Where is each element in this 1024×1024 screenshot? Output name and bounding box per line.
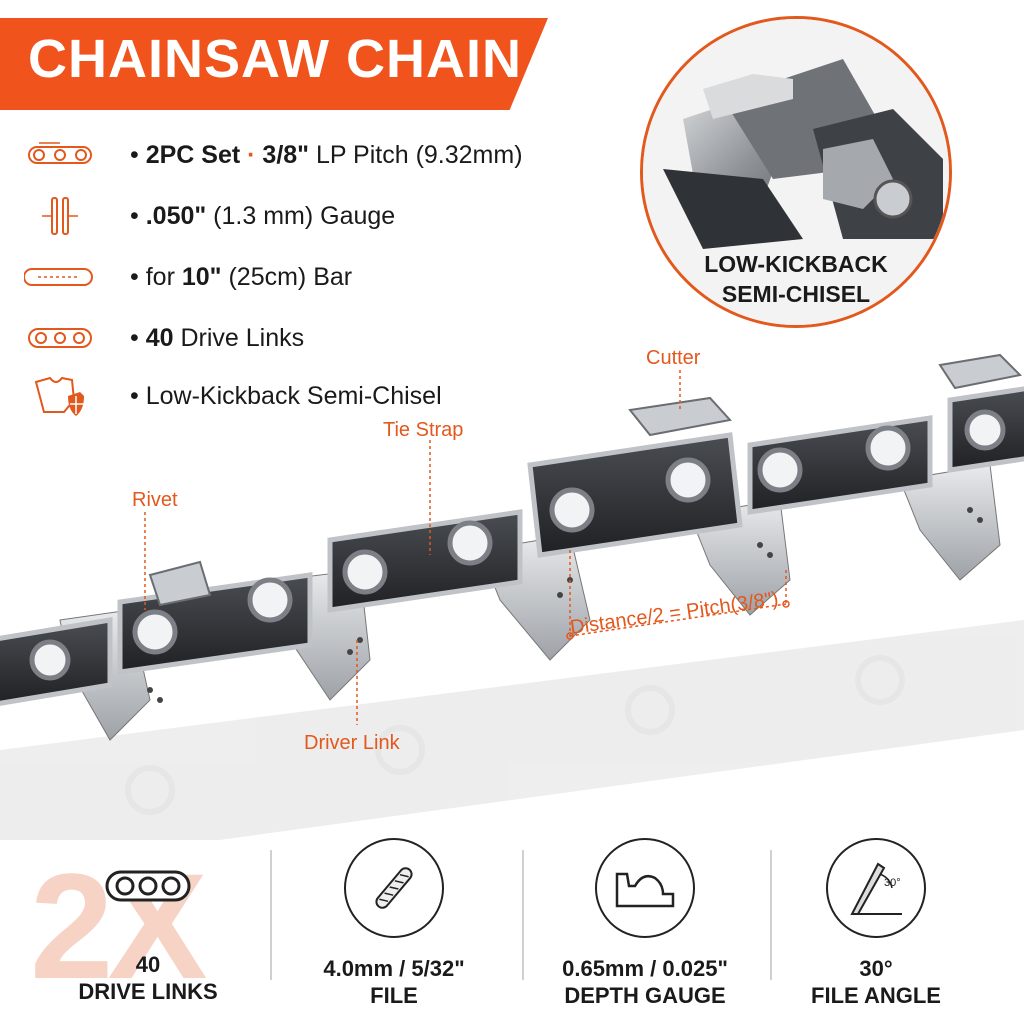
callout-tie-strap: Tie Strap	[383, 419, 464, 441]
feature-label: FILE ANGLE	[811, 983, 941, 1008]
spec-text-drive-links: • 40 Drive Links	[130, 323, 305, 352]
badge-label-line1: LOW-KICKBACK	[704, 251, 888, 277]
feature-label: DRIVE LINKS	[78, 979, 218, 1004]
feature-value: 4.0mm / 5/32"	[323, 956, 465, 981]
feature-file: 4.0mm / 5/32" FILE	[294, 838, 494, 1010]
callout-rivet: Rivet	[132, 489, 178, 511]
feature-label: FILE	[370, 983, 418, 1008]
feature-value: 40	[135, 952, 161, 977]
spec-row-bar: • for 10" (25cm) Bar	[20, 255, 352, 299]
callout-driver-link: Driver Link	[304, 732, 400, 754]
spec-row-drive-links: • 40 Drive Links	[20, 316, 304, 360]
gauge-icon	[20, 196, 100, 236]
feature-value: 30°	[859, 956, 893, 981]
chain-illustration	[0, 353, 1024, 840]
feature-value: 0.65mm / 0.025"	[562, 956, 728, 981]
pitch-link-icon	[20, 135, 100, 175]
divider	[770, 850, 772, 980]
feature-label: DEPTH GAUGE	[564, 983, 726, 1008]
cutter-closeup-badge: LOW-KICKBACK SEMI-CHISEL	[640, 16, 952, 328]
cutter-closeup-image	[643, 19, 949, 325]
spec-text-semi-chisel: • Low-Kickback Semi-Chisel	[130, 381, 442, 410]
file-angle-icon: 30°	[826, 838, 926, 938]
spec-row-semi-chisel: • Low-Kickback Semi-Chisel	[20, 374, 442, 418]
feature-depth-gauge: 0.65mm / 0.025" DEPTH GAUGE	[545, 838, 745, 1010]
spec-row-pitch: • 2PC Set · 3/8" LP Pitch (9.32mm)	[20, 133, 523, 177]
spec-row-gauge: • .050" (1.3 mm) Gauge	[20, 194, 395, 238]
feature-file-angle: 30° 30° FILE ANGLE	[776, 838, 976, 1010]
badge-label-line2: SEMI-CHISEL	[721, 281, 871, 307]
page-title: CHAINSAW CHAIN	[28, 29, 522, 89]
spec-text-pitch: • 2PC Set · 3/8" LP Pitch (9.32mm)	[130, 140, 523, 169]
chain-link-icon	[100, 838, 196, 934]
feature-drive-links: 40 DRIVE LINKS	[48, 838, 248, 1006]
spec-text-gauge: • .050" (1.3 mm) Gauge	[130, 201, 396, 230]
file-icon	[344, 838, 444, 938]
divider	[270, 850, 272, 980]
bar-icon	[20, 257, 100, 297]
spec-text-bar: • for 10" (25cm) Bar	[130, 262, 353, 291]
angle-text: 30°	[884, 877, 901, 889]
depth-gauge-icon	[595, 838, 695, 938]
title-banner	[0, 18, 548, 110]
two-x-watermark: 2X	[30, 842, 208, 1010]
divider	[522, 850, 524, 980]
semi-chisel-shield-icon	[20, 376, 100, 416]
drive-links-icon	[20, 318, 100, 358]
callout-cutter: Cutter	[646, 347, 701, 369]
